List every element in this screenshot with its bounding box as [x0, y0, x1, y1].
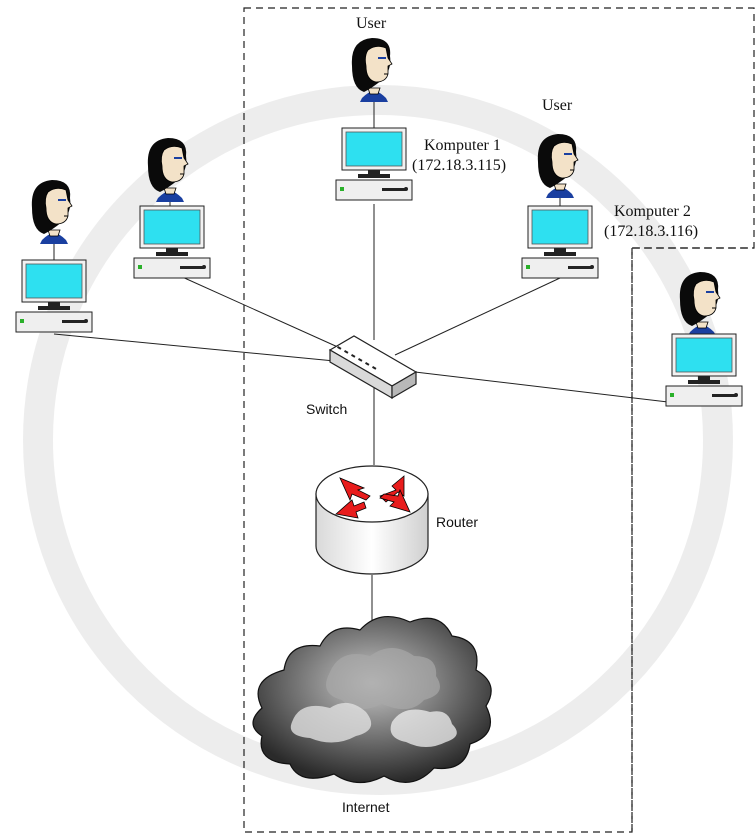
computer-icon	[133, 205, 211, 279]
komputer-2-name: Komputer 2	[614, 203, 691, 220]
komputer-1-name: Komputer 1	[424, 137, 501, 154]
komputer-2-ip: (172.18.3.116)	[604, 223, 698, 240]
komputer-1-ip: (172.18.3.115)	[412, 157, 506, 174]
switch-label: Switch	[306, 401, 347, 417]
user-label-right: User	[542, 97, 573, 114]
right-dashed-boundary	[631, 247, 754, 832]
computer-icon	[665, 333, 743, 407]
user-icon	[30, 179, 73, 245]
cloud-icon	[252, 615, 492, 784]
switch-icon	[328, 335, 418, 400]
computer-icon	[335, 127, 413, 201]
computer-icon	[15, 259, 93, 333]
internet-label: Internet	[342, 799, 390, 815]
user-label-top: User	[356, 15, 387, 32]
computer-icon	[521, 205, 599, 279]
user-icon	[536, 133, 579, 199]
central-dashed-boundary	[243, 7, 755, 833]
router-icon	[315, 465, 429, 575]
router-label: Router	[436, 514, 478, 530]
